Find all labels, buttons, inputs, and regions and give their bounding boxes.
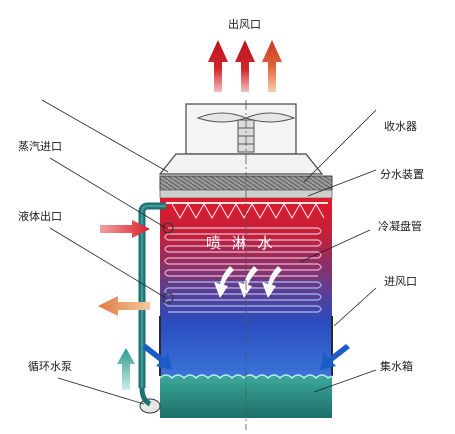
condensing-coil [164, 227, 322, 313]
curved-arrow-icon [262, 266, 282, 298]
label-liquid-outlet: 液体出口 [18, 209, 62, 223]
arrow-diagonal-icon [142, 344, 172, 370]
liquid-outlet-arrow [98, 296, 150, 316]
arrow-up-icon [235, 40, 255, 92]
leader-lines [41, 99, 377, 405]
label-steam-inlet: 蒸汽进口 [18, 139, 62, 153]
label-air-outlet: 出风口 [228, 17, 261, 31]
external-piping [138, 202, 174, 414]
fan-assembly [185, 103, 297, 155]
label-water-distributor: 分水装置 [380, 168, 424, 181]
water-surface [159, 374, 333, 380]
spray-distributor [166, 202, 328, 220]
spray-water-label: 喷 淋 水 [206, 234, 276, 252]
label-water-collector: 收水器 [384, 119, 417, 133]
pump-arrow [117, 348, 135, 390]
liquid-pipe-joint [162, 292, 174, 304]
steam-inlet-arrow [100, 220, 150, 238]
label-air-inlet: 进风口 [384, 275, 417, 288]
curved-arrow-icon [214, 266, 234, 298]
arrow-up-icon [208, 40, 228, 92]
label-condensing-coil: 冷凝盘管 [378, 219, 422, 233]
label-water-tank: 集水箱 [380, 359, 413, 373]
tower-cap [158, 153, 324, 175]
curved-arrow-icon [238, 266, 258, 298]
label-circulation-pump: 循环水泵 [28, 360, 72, 373]
water-flow-arrows [214, 266, 282, 298]
air-outlet-arrows [208, 40, 282, 92]
steam-pipe-joint [162, 222, 174, 234]
arrow-diagonal-icon [320, 344, 350, 370]
arrow-up-icon [262, 40, 282, 92]
